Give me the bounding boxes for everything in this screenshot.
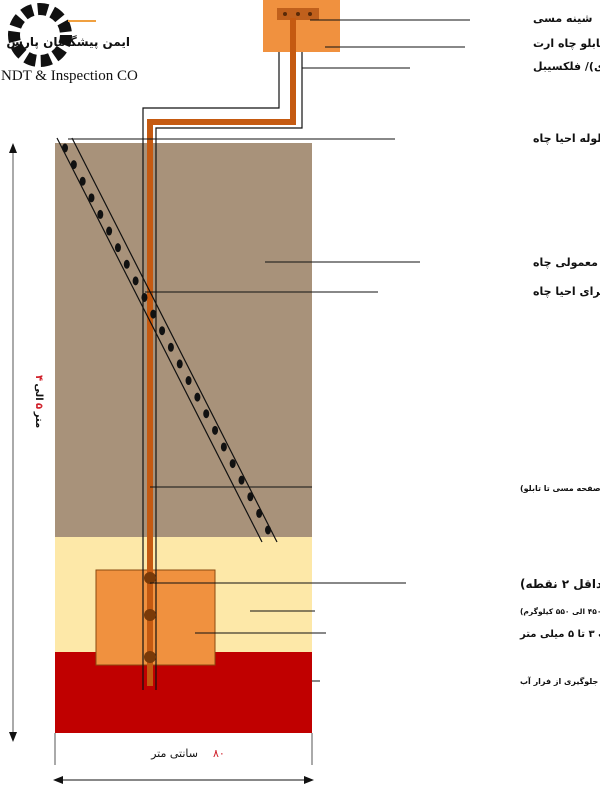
copper-wire <box>147 18 296 686</box>
label-clay-soil: خاک رس (حداقل ۲۰ سانتی متر) برای جلوگیری… <box>520 676 600 687</box>
pipe-hole <box>79 176 86 186</box>
pipe-hole <box>62 143 68 153</box>
pipe-hole <box>176 359 183 369</box>
pipe-hole <box>229 459 236 469</box>
pipe-hole <box>203 409 210 419</box>
pipe-hole <box>238 475 245 485</box>
label-conduit: لوله کاندوید (فلزی)/ فلکسیبل <box>533 60 600 73</box>
label-copper-busbar: شینه مسی <box>533 12 592 25</box>
logo-brand-fa: ایمن پیشگامان پارس <box>6 35 130 49</box>
pipe-hole <box>159 326 166 336</box>
label-water-inlet: ورودی آب برای لوله احیا چاه <box>533 131 600 145</box>
cadweld-point <box>144 609 156 621</box>
pipe-hole <box>106 226 113 236</box>
pipe-hole <box>123 259 130 269</box>
normal-soil-layer <box>55 143 312 537</box>
conduit-pipe <box>142 52 303 690</box>
depth-unit: متر <box>33 411 44 429</box>
pipe-hole <box>114 243 121 253</box>
logo-brand-en: NDT & Inspection CO <box>1 68 138 84</box>
pipe-hole <box>247 492 254 502</box>
label-resistance-material: موادکاهنده مقاومت زمین/بنتونیت سوپراکتیو… <box>520 607 600 616</box>
pipe-hole <box>256 508 263 518</box>
label-copper-wire: سیم مسی حداقل نمره ۳۵ (متراژ سیم از صفحه… <box>520 484 600 493</box>
earth-panel-box <box>263 0 340 52</box>
label-earth-panel: تابلو چاه ارت <box>533 37 600 50</box>
pipe-hole <box>70 160 77 170</box>
depth-dimension: ۴ الی ۵ متر <box>9 143 44 742</box>
pipe-hole <box>141 292 148 302</box>
width-unit: سانتی متر <box>150 747 198 760</box>
pipe-hole <box>265 525 271 535</box>
depth-text: الی <box>33 383 44 400</box>
cadweld-point <box>144 572 156 584</box>
pipe-hole <box>97 209 104 219</box>
pipe-hole <box>167 342 174 352</box>
pipe-hole <box>212 425 219 435</box>
depth-value: ۴ <box>33 375 44 381</box>
cadweld-point <box>144 651 156 663</box>
leader-lines <box>68 19 470 682</box>
pipe-hole <box>220 442 227 452</box>
width-dimension: ۸۰ سانتی متر <box>53 733 314 784</box>
pipe-hole <box>194 392 201 402</box>
width-value: ۸۰ <box>213 747 225 760</box>
pipe-hole <box>88 193 95 203</box>
perforated-pipe <box>56 137 278 543</box>
label-normal-soil: خاک معمولی چاه <box>533 256 600 269</box>
label-cadweld: جوش کدولد (حداقل ۲ نقطه) <box>520 577 600 592</box>
company-logo: ایمن پیشگامان پارس NDT & Inspection CO <box>1 3 138 84</box>
pipe-hole <box>132 276 139 286</box>
label-copper-plate: صفحه مسی ۶۶*۶۶ با ضخامت ۳ تا ۵ میلی متر <box>519 629 600 640</box>
pipe-hole <box>185 376 192 386</box>
pipe-hole <box>150 309 157 319</box>
gear-icon <box>8 3 72 67</box>
label-perforated-pipe: لوله پلیکا سوراخ دار برای احیا چاه <box>533 285 600 298</box>
depth-value2: ۵ <box>33 403 44 409</box>
